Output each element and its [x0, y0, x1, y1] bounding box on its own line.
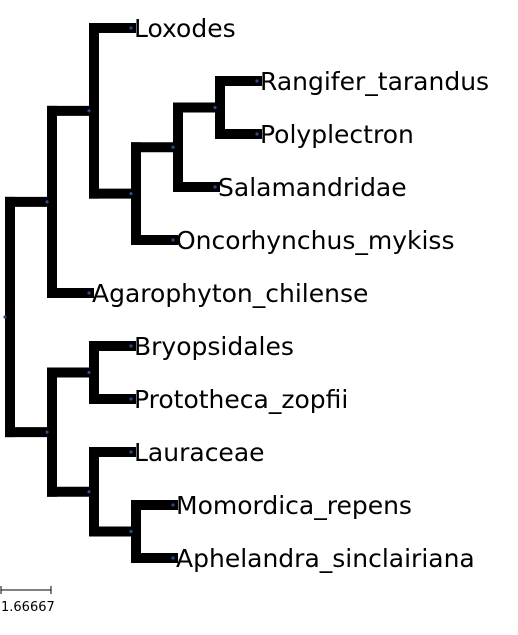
node-dot-prototheca-zopfii [129, 397, 133, 401]
node-dot-momordica-repens [171, 503, 175, 507]
node-dot-n3 [129, 192, 133, 196]
node-dot-agarophyton-chilense [87, 291, 91, 295]
node-dot-n9 [129, 529, 133, 534]
node-dot-n6 [45, 430, 49, 434]
node-dot-root [3, 315, 7, 319]
leaf-label-salamandridae: Salamandridae [218, 173, 407, 202]
leaf-label-aphelandra-sinclairiana: Aphelandra_sinclairiana [176, 544, 475, 573]
leaf-label-loxodes: Loxodes [134, 14, 236, 43]
leaf-label-rangifer-tarandus: Rangifer_tarandus [260, 67, 489, 96]
scale-bar: 1.66667 [0, 586, 55, 615]
node-dot-rangifer-tarandus [255, 79, 259, 83]
leaf-labels: LoxodesRangifer_tarandusPolyplectronSala… [92, 14, 489, 573]
node-dot-lauraceae [129, 450, 133, 454]
leaf-label-polyplectron: Polyplectron [260, 120, 414, 149]
node-dot-n4 [171, 145, 175, 149]
node-dot-oncorhynchus-mykiss [171, 238, 175, 242]
node-dot-salamandridae [213, 185, 217, 189]
leaf-label-momordica-repens: Momordica_repens [176, 491, 412, 520]
tree-branches [5, 23, 262, 563]
node-dot-loxodes [129, 26, 133, 30]
node-dot-n5 [213, 105, 217, 110]
leaf-label-oncorhynchus-mykiss: Oncorhynchus_mykiss [176, 226, 454, 255]
tree-nodes [3, 26, 259, 560]
node-dot-polyplectron [255, 132, 259, 136]
node-dot-n2 [87, 109, 91, 113]
node-dot-bryopsidales [129, 344, 133, 348]
leaf-label-agarophyton-chilense: Agarophyton_chilense [92, 279, 368, 308]
leaf-label-prototheca-zopfii: Prototheca_zopfii [134, 385, 348, 414]
node-dot-n8 [87, 490, 91, 494]
node-dot-n7 [87, 370, 91, 375]
leaf-label-lauraceae: Lauraceae [134, 438, 265, 467]
node-dot-aphelandra-sinclairiana [171, 556, 175, 560]
leaf-label-bryopsidales: Bryopsidales [134, 332, 294, 361]
scale-bar-label: 1.66667 [1, 600, 55, 615]
node-dot-n1 [45, 200, 49, 204]
